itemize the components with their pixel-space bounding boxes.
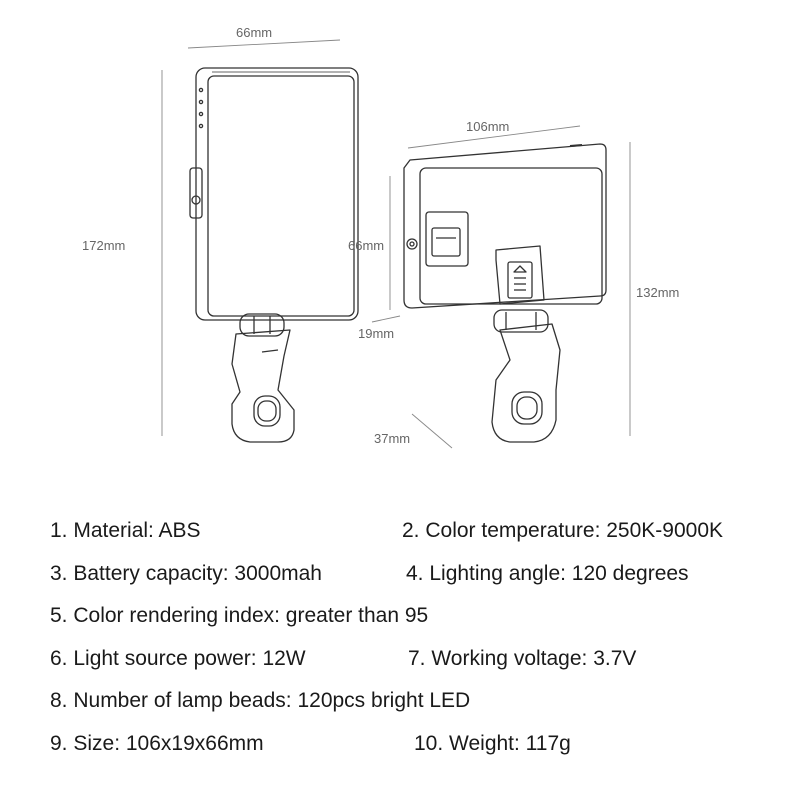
spec-lighting-angle: 4. Lighting angle: 120 degrees [406, 562, 689, 585]
spec-working-voltage: 7. Working voltage: 3.7V [408, 647, 637, 670]
side-dimension-lines [371, 125, 631, 449]
front-height-label: 172mm [82, 238, 125, 253]
spec-color-temperature: 2. Color temperature: 250K-9000K [402, 519, 724, 542]
front-dimension-lines [161, 39, 341, 436]
front-width-label: 66mm [236, 25, 272, 40]
spec-lamp-beads: 8. Number of lamp beads: 120pcs bright L… [50, 689, 471, 712]
spec-size: 9. Size: 106x19x66mm [50, 732, 264, 755]
total-height-label: 132mm [636, 285, 679, 300]
clip-depth-label: 37mm [374, 431, 410, 446]
side-height-label: 66mm [348, 238, 384, 253]
side-depth-label: 19mm [358, 326, 394, 341]
spec-battery-capacity: 3. Battery capacity: 3000mah [50, 562, 322, 585]
spec-weight: 10. Weight: 117g [414, 732, 571, 755]
spec-light-source-power: 6. Light source power: 12W [50, 647, 306, 670]
spec-material: 1. Material: ABS [50, 519, 201, 542]
side-view-light [403, 143, 607, 443]
spec-color-rendering-index: 5. Color rendering index: greater than 9… [50, 604, 429, 627]
side-width-label: 106mm [466, 119, 509, 134]
product-diagram: 66mm 172mm [82, 25, 679, 449]
front-view-light [189, 67, 359, 443]
